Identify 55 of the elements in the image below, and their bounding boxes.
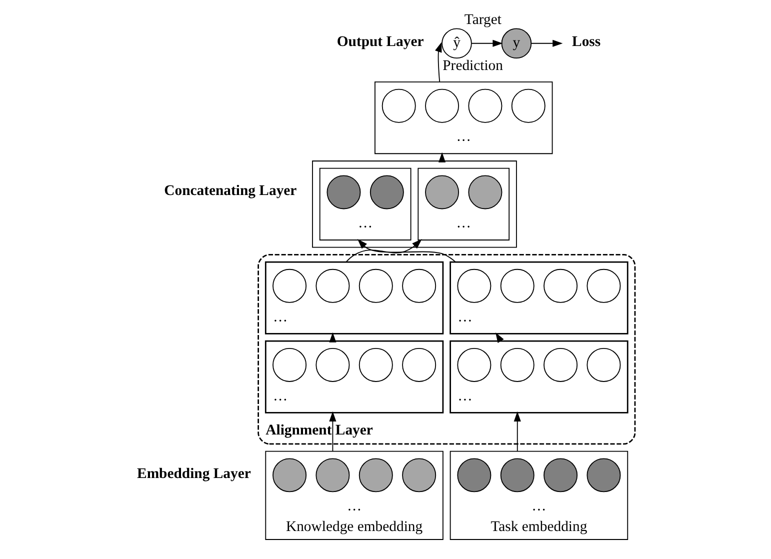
node-circle [402, 268, 436, 303]
node-circle [424, 88, 459, 123]
label: Concatenating Layer [164, 182, 296, 199]
node-circle [468, 175, 502, 210]
node-circle [315, 348, 350, 382]
arrow [530, 40, 562, 47]
node-circle: ŷ [441, 28, 472, 59]
node-circle [456, 458, 491, 492]
node-circle [500, 458, 534, 492]
node-circle [500, 348, 534, 382]
node-circle [369, 175, 404, 210]
node-label: Prediction [442, 58, 503, 74]
node-circle [381, 88, 416, 123]
node-label: Knowledge embedding [285, 519, 422, 536]
node-circle [402, 348, 436, 382]
cluster: ··· [318, 168, 411, 240]
node-circle [543, 458, 578, 492]
node-label: Target [464, 12, 501, 28]
node-circle [272, 458, 306, 492]
node-circle: y [500, 28, 532, 59]
cluster: ··· [417, 168, 510, 240]
arrow [513, 411, 520, 452]
node-circle [456, 268, 491, 303]
node-circle [358, 458, 392, 492]
node-circle [358, 268, 392, 303]
arrow [434, 42, 442, 82]
label: Embedding Layer [136, 466, 250, 482]
node-circle [272, 268, 306, 303]
cluster: ··· [374, 82, 552, 154]
node-circle [586, 348, 620, 382]
node-text: Loss [572, 34, 600, 50]
arrow [356, 238, 456, 262]
node-label: Task embedding [490, 519, 587, 536]
node-circle [543, 348, 578, 382]
node-circle [586, 458, 620, 492]
node-circle [500, 268, 534, 303]
node-circle [315, 458, 350, 492]
node-circle [543, 268, 578, 303]
arrow [345, 239, 422, 262]
node-circle [326, 175, 360, 210]
node-circle [272, 348, 306, 382]
label: Output Layer [336, 34, 424, 50]
arrow [328, 411, 336, 452]
node-circle [456, 348, 491, 382]
node-circle [402, 458, 436, 492]
node-circle [510, 88, 545, 123]
arrow [470, 40, 502, 47]
cluster: ··· [449, 261, 628, 334]
node-circle [358, 348, 392, 382]
node-circle [424, 175, 459, 210]
node-circle [468, 88, 502, 123]
cluster: ··· [264, 261, 444, 334]
cluster: ··· [264, 340, 444, 414]
node-circle [586, 268, 620, 303]
node-circle [315, 268, 350, 303]
